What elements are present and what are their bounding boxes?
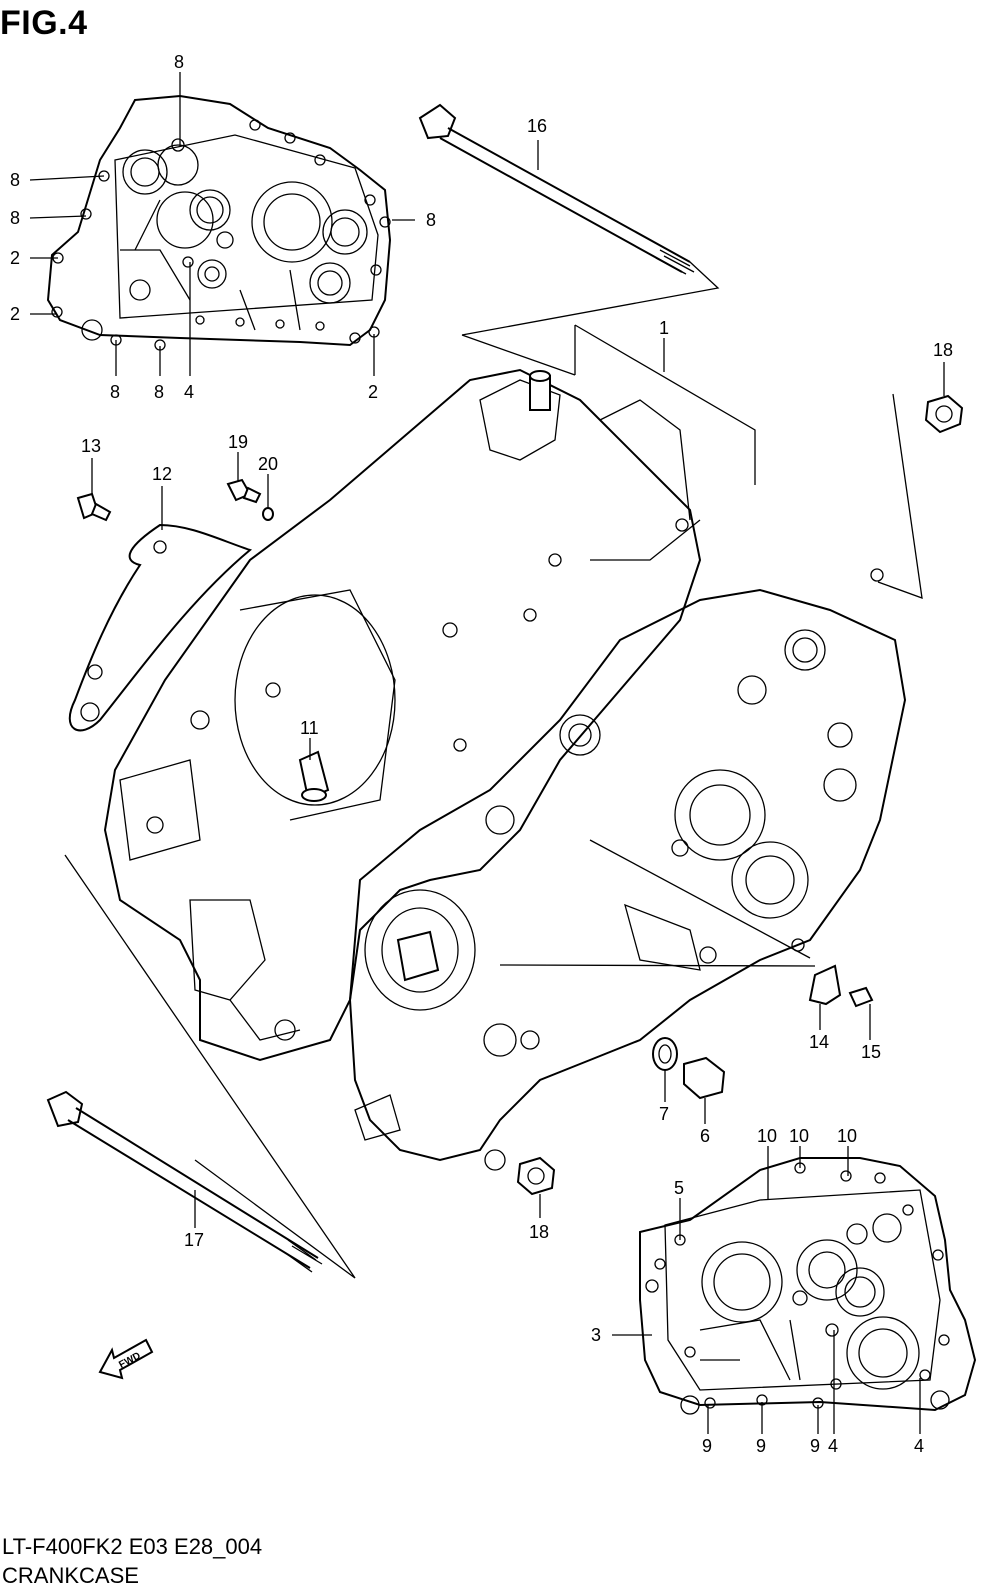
switch-19 — [226, 478, 262, 504]
callout-10: 10 — [837, 1126, 857, 1146]
callout-17: 17 — [184, 1230, 204, 1250]
plug-6 — [683, 1056, 726, 1100]
nut-18-top — [924, 394, 964, 434]
plate-14 — [808, 964, 842, 1006]
callout-18: 18 — [933, 340, 953, 360]
callout-15: 15 — [861, 1042, 881, 1062]
callout-labels: 8 8 8 8 2 2 8 8 4 2 16 1 18 13 12 19 20 … — [10, 52, 953, 1456]
nut-18-bottom — [516, 1156, 556, 1196]
callout-9: 9 — [756, 1436, 766, 1456]
callout-14: 14 — [809, 1032, 829, 1052]
callout-5: 5 — [674, 1178, 684, 1198]
callout-6: 6 — [700, 1126, 710, 1146]
figure-title: FIG.4 — [0, 4, 88, 42]
fwd-arrow-icon: FWD — [98, 1338, 154, 1380]
callout-10: 10 — [757, 1126, 777, 1146]
crankcase-assembly — [103, 368, 907, 1171]
callout-2: 2 — [368, 382, 378, 402]
callout-1: 1 — [659, 318, 669, 338]
callout-8: 8 — [174, 52, 184, 72]
callout-4: 4 — [184, 382, 194, 402]
gasket-12 — [68, 523, 253, 732]
callout-4: 4 — [828, 1436, 838, 1456]
figure-name: CRANKCASE — [2, 1563, 139, 1588]
oring-20 — [262, 507, 274, 521]
washer-7 — [652, 1037, 678, 1071]
callout-9: 9 — [810, 1436, 820, 1456]
bolt-13 — [76, 492, 112, 522]
callout-8: 8 — [154, 382, 164, 402]
callout-19: 19 — [228, 432, 248, 452]
callout-16: 16 — [527, 116, 547, 136]
left-crankcase-half-view — [46, 94, 392, 351]
figure-code: LT-F400FK2 E03 E28_004 — [2, 1534, 263, 1559]
callout-8: 8 — [426, 210, 436, 230]
callout-10: 10 — [789, 1126, 809, 1146]
callout-20: 20 — [258, 454, 278, 474]
bolt-16 — [418, 103, 695, 275]
callout-9: 9 — [702, 1436, 712, 1456]
callout-7: 7 — [659, 1104, 669, 1124]
callout-2: 2 — [10, 304, 20, 324]
callout-2: 2 — [10, 248, 20, 268]
callout-13: 13 — [81, 436, 101, 456]
callout-12: 12 — [152, 464, 172, 484]
callout-4: 4 — [914, 1436, 924, 1456]
callout-3: 3 — [591, 1325, 601, 1345]
bolt-17 — [46, 1090, 323, 1273]
callout-11: 11 — [300, 718, 319, 738]
right-crankcase-half-view — [639, 1157, 977, 1415]
callout-8: 8 — [10, 170, 20, 190]
callout-8: 8 — [110, 382, 120, 402]
bolt-15 — [848, 986, 874, 1008]
leader-lines — [29, 72, 945, 1434]
callout-8: 8 — [10, 208, 20, 228]
callout-18: 18 — [529, 1222, 549, 1242]
